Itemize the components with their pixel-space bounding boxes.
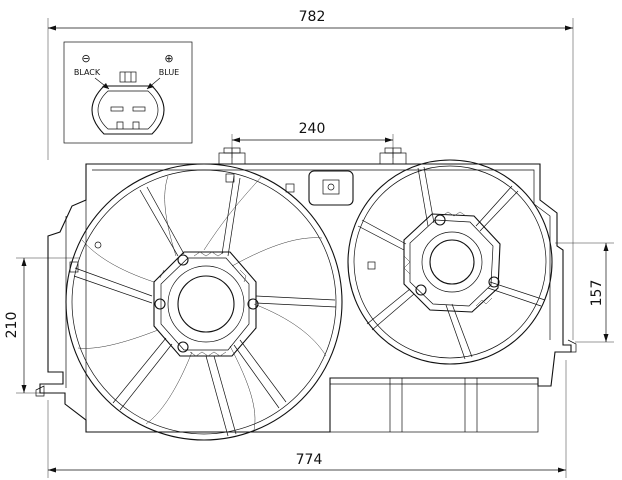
left-fan-motor-hub: [153, 251, 259, 357]
left-fan-struts: [73, 175, 337, 437]
right-fan-struts: [357, 166, 546, 360]
dimension-frame-width: 774: [47, 360, 567, 478]
dimension-right-height: 157: [555, 242, 614, 343]
center-connector-socket-icon: [308, 170, 354, 206]
positive-terminal-icon: ⊕: [164, 52, 173, 65]
dimension-fan-spacing: 240: [231, 121, 394, 158]
lower-housing-boxes: [329, 377, 539, 433]
left-fan: [65, 163, 343, 441]
right-mount-bolt-icon: [379, 147, 407, 165]
connector-detail: ⊖ ⊕ BLACK BLUE: [63, 41, 193, 144]
dimension-240-label: 240: [299, 121, 326, 137]
blue-wire-label: BLUE: [159, 68, 179, 77]
left-fan-blades: [77, 175, 327, 431]
left-mount-bolt-icon: [218, 147, 246, 165]
dimension-210-label: 210: [4, 312, 20, 339]
dimension-overall-width: 782: [47, 9, 574, 340]
dimension-782-label: 782: [299, 9, 326, 25]
right-fan-motor-hub: [403, 211, 501, 313]
black-wire-label: BLACK: [74, 68, 101, 77]
shroud-frame: [35, 147, 577, 433]
right-fan: [347, 159, 553, 365]
negative-terminal-icon: ⊖: [81, 52, 90, 65]
dimension-774-label: 774: [296, 452, 323, 468]
dimension-157-label: 157: [589, 280, 605, 307]
connector-plug-icon: [91, 71, 165, 135]
